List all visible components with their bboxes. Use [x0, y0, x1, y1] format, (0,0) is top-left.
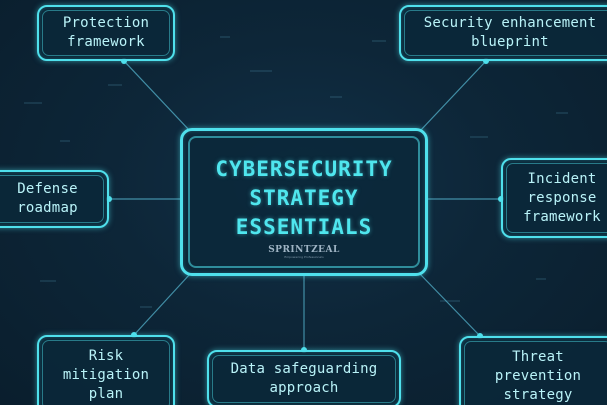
node-security-enhancement-blueprint[interactable]: Security enhancement blueprint [399, 5, 607, 61]
node-defense-roadmap[interactable]: Defense roadmap [0, 170, 109, 228]
node-threat-prevention-strategy[interactable]: Threat prevention strategy [459, 336, 607, 405]
central-title-line-2: STRATEGY [249, 186, 359, 210]
node-label: Protection framework [62, 15, 150, 50]
central-title-line-3: ESSENTIALS [235, 215, 373, 239]
node-risk-mitigation-plan[interactable]: Risk mitigation plan [37, 335, 175, 405]
connector-security-enhancement [419, 60, 487, 132]
central-title-line-1: CYBERSECURITY [215, 157, 393, 181]
node-incident-response-framework[interactable]: Incident response framework [501, 158, 607, 238]
connector-threat-prevention [419, 273, 481, 337]
node-label: Security enhancement blueprint [423, 15, 597, 50]
node-label: Data safeguarding approach [230, 361, 378, 396]
node-label: Defense roadmap [17, 181, 78, 216]
node-protection-framework[interactable]: Protection framework [37, 5, 175, 61]
node-label: Risk mitigation plan [62, 347, 150, 402]
brand-logo-name: SPRINTZEAL [268, 245, 340, 255]
node-data-safeguarding-approach[interactable]: Data safeguarding approach [207, 350, 401, 405]
brand-logo: SPRINTZEAL Empowering Professionals [268, 245, 340, 260]
node-label: Incident response framework [523, 170, 601, 225]
connector-protection [123, 60, 191, 132]
brand-logo-tagline: Empowering Professionals [284, 255, 324, 259]
central-topic-box[interactable]: CYBERSECURITY STRATEGY ESSENTIALS SPRINT… [180, 128, 428, 276]
connector-risk-mitigation [133, 273, 191, 336]
node-label: Threat prevention strategy [494, 348, 582, 403]
